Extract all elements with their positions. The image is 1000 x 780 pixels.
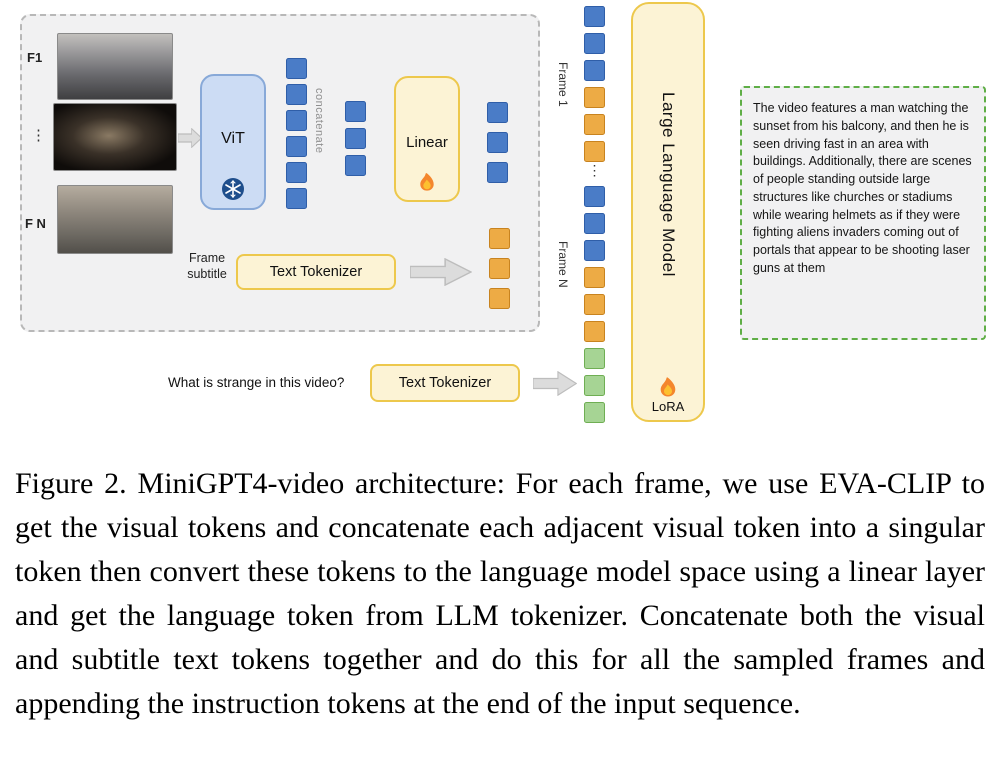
visual-token — [584, 186, 605, 207]
visual-token — [286, 162, 307, 183]
subtitle-token — [489, 288, 510, 309]
visual-token — [487, 102, 508, 123]
subtitle-token — [584, 294, 605, 315]
vit-label: ViT — [221, 130, 245, 147]
snowflake-frozen-icon — [222, 178, 244, 200]
video-frame-thumbnail-3 — [57, 185, 173, 254]
subtitle-token — [584, 114, 605, 135]
linear-label: Linear — [406, 134, 448, 151]
subtitle-token — [584, 267, 605, 288]
flame-trainable-icon — [660, 377, 676, 397]
sequence-frame-1-label: Frame 1 — [556, 61, 570, 107]
flame-trainable-icon — [420, 173, 434, 191]
llm-box: Large Language Model LoRA — [631, 2, 705, 422]
sequence-ellipsis: ⋮ — [587, 162, 602, 178]
frame-ellipsis: ⋮ — [31, 127, 46, 144]
concatenate-label: concatenate — [313, 88, 325, 154]
instruction-token — [584, 375, 605, 396]
visual-token — [584, 60, 605, 81]
visual-token — [584, 33, 605, 54]
model-output-box: The video features a man watching the su… — [740, 86, 986, 340]
subtitle-token — [584, 321, 605, 342]
video-frame-thumbnail-2 — [53, 103, 177, 171]
frame-subtitle-label: Frame subtitle — [187, 251, 227, 282]
instruction-question-label: What is strange in this video? — [168, 375, 345, 390]
subtitle-token — [489, 228, 510, 249]
visual-token — [487, 162, 508, 183]
visual-token — [286, 58, 307, 79]
subtitle-token — [489, 258, 510, 279]
text-tokenizer-box-subtitle: Text Tokenizer — [236, 254, 396, 290]
sequence-frame1-subtitle-tokens — [584, 87, 605, 162]
instruction-token — [584, 402, 605, 423]
visual-token — [286, 188, 307, 209]
vit-module: ViT — [200, 74, 266, 210]
subtitle-token — [584, 87, 605, 108]
subtitle-tokens — [489, 228, 510, 309]
visual-token — [286, 136, 307, 157]
visual-token — [345, 101, 366, 122]
visual-token — [286, 84, 307, 105]
lora-adapter: LoRA — [633, 374, 703, 414]
visual-token — [487, 132, 508, 153]
visual-token — [286, 110, 307, 131]
video-frame-thumbnail-1 — [57, 33, 173, 100]
instruction-token — [584, 348, 605, 369]
vit-output-tokens — [286, 58, 307, 209]
visual-token — [345, 155, 366, 176]
sequence-frame-n-label: Frame N — [556, 240, 570, 288]
lora-label: LoRA — [651, 399, 685, 414]
text-tokenizer-box-instruction: Text Tokenizer — [370, 364, 520, 402]
frame-index-label-fn: F N — [25, 216, 46, 231]
linear-output-tokens — [487, 102, 508, 183]
visual-token — [345, 128, 366, 149]
sequence-frame1-visual-tokens — [584, 6, 605, 81]
figure-caption: Figure 2. MiniGPT4-video architecture: F… — [15, 467, 985, 720]
sequence-frameN-visual-tokens — [584, 186, 605, 261]
visual-token — [584, 6, 605, 27]
visual-token — [584, 213, 605, 234]
linear-module: Linear — [394, 76, 460, 202]
instruction-tokens — [584, 348, 605, 423]
frame-index-label-f1: F1 — [27, 50, 43, 65]
subtitle-token — [584, 141, 605, 162]
flow-arrow-frames-to-vit — [178, 128, 202, 148]
sequence-frameN-subtitle-tokens — [584, 267, 605, 342]
visual-token — [584, 240, 605, 261]
flow-arrow-instruction-tokens — [533, 371, 577, 396]
flow-arrow-subtitle-tokens — [410, 258, 472, 286]
concatenated-tokens — [345, 101, 366, 176]
llm-label: Large Language Model — [659, 91, 678, 277]
